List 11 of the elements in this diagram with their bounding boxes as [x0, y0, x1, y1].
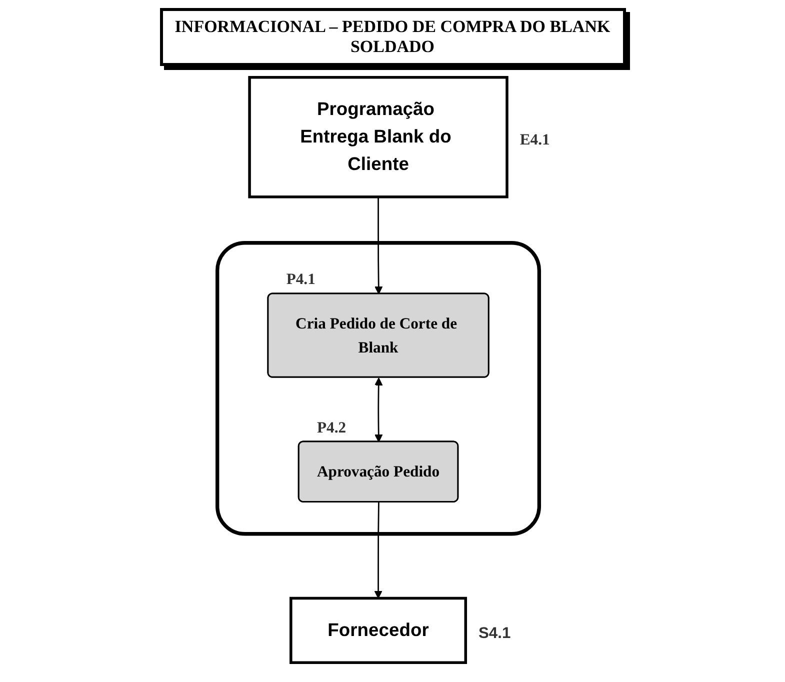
process-box: Programação Entrega Blank do Cliente	[248, 76, 508, 198]
process-box: Cria Pedido de Corte de Blank	[267, 292, 490, 378]
process-code-label: E4.1	[520, 131, 550, 148]
process-box: Aprovação Pedido	[298, 440, 459, 502]
arrow	[374, 378, 383, 442]
process-code-label: P4.2	[316, 419, 346, 436]
process-code-label: S4.1	[478, 624, 511, 642]
arrow	[374, 502, 382, 599]
arrow	[374, 196, 383, 294]
process-code-label: P4.1	[286, 271, 316, 288]
process-box: Fornecedor	[290, 596, 467, 664]
